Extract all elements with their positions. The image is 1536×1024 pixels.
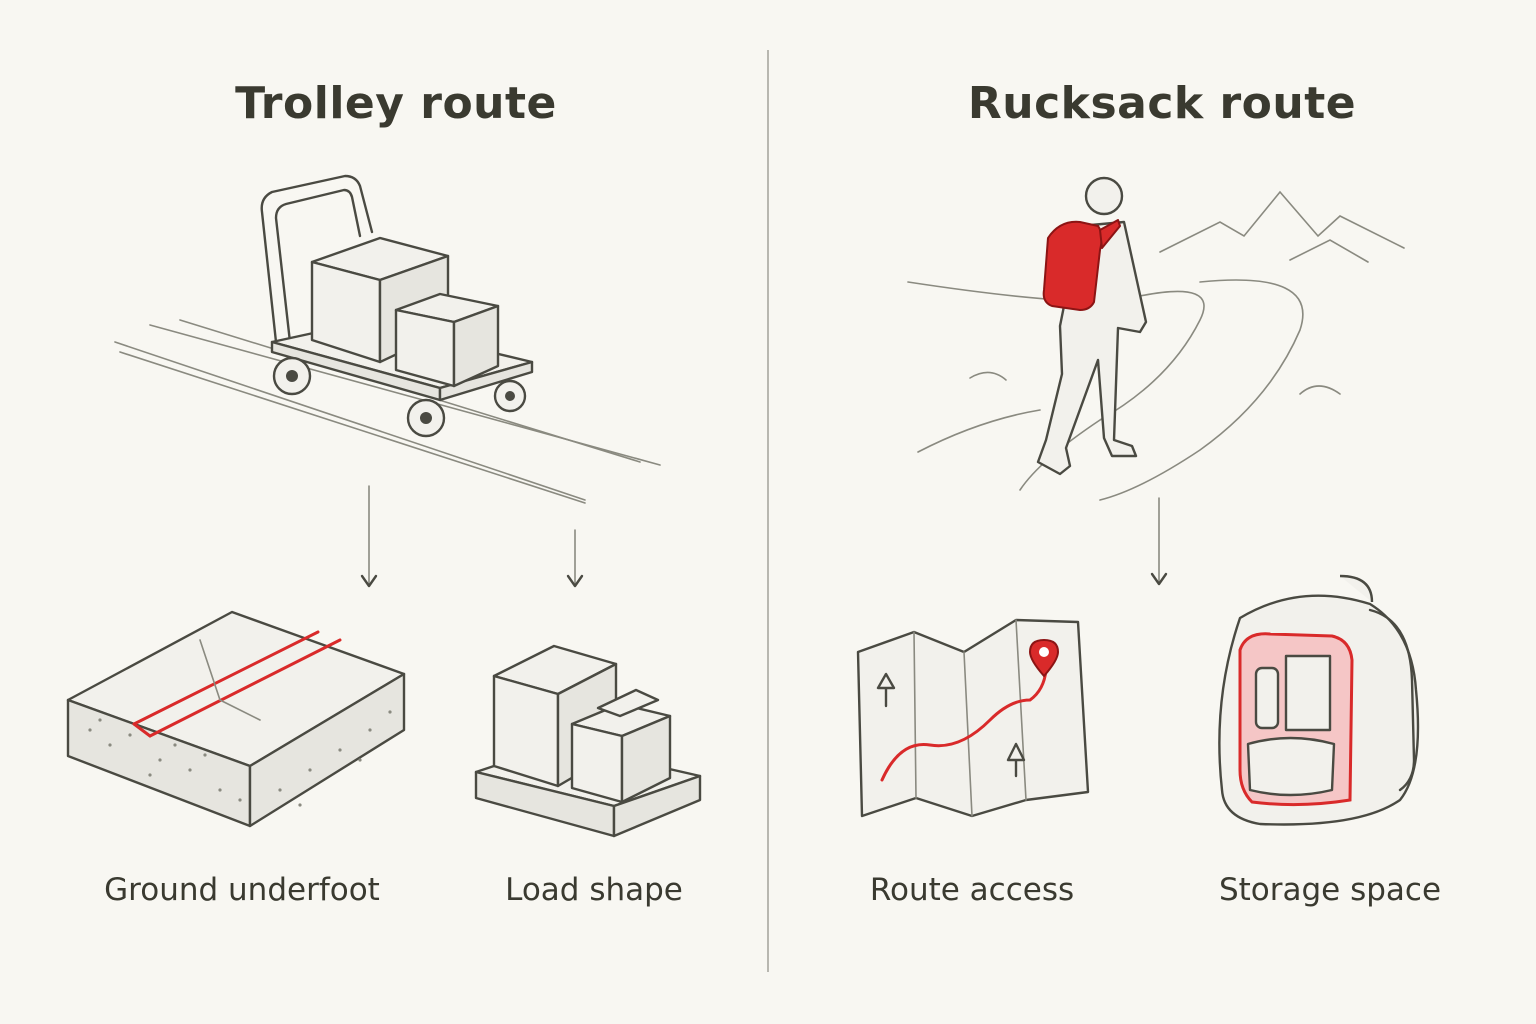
caption-storage-space: Storage space <box>1218 872 1442 908</box>
caption-route-access: Route access <box>869 872 1075 908</box>
arrow-down-icon <box>566 529 584 588</box>
caption-load-shape: Load shape <box>505 872 683 908</box>
trolley-route-title: Trolley route <box>235 78 557 129</box>
red-rucksack-icon <box>1042 220 1103 311</box>
ground-slab-icon <box>66 610 406 828</box>
arrow-down-icon <box>1150 497 1168 586</box>
location-pin-icon <box>1029 639 1059 677</box>
backpack-icon <box>1218 574 1420 826</box>
caption-ground-underfoot: Ground underfoot <box>104 872 380 908</box>
arrow-down-icon <box>360 485 378 588</box>
load-shape-icon <box>474 644 702 838</box>
rucksack-route-title: Rucksack route <box>967 78 1357 129</box>
trolley-illustration <box>114 174 661 504</box>
hiker-illustration <box>907 176 1405 501</box>
map-icon <box>856 618 1090 818</box>
